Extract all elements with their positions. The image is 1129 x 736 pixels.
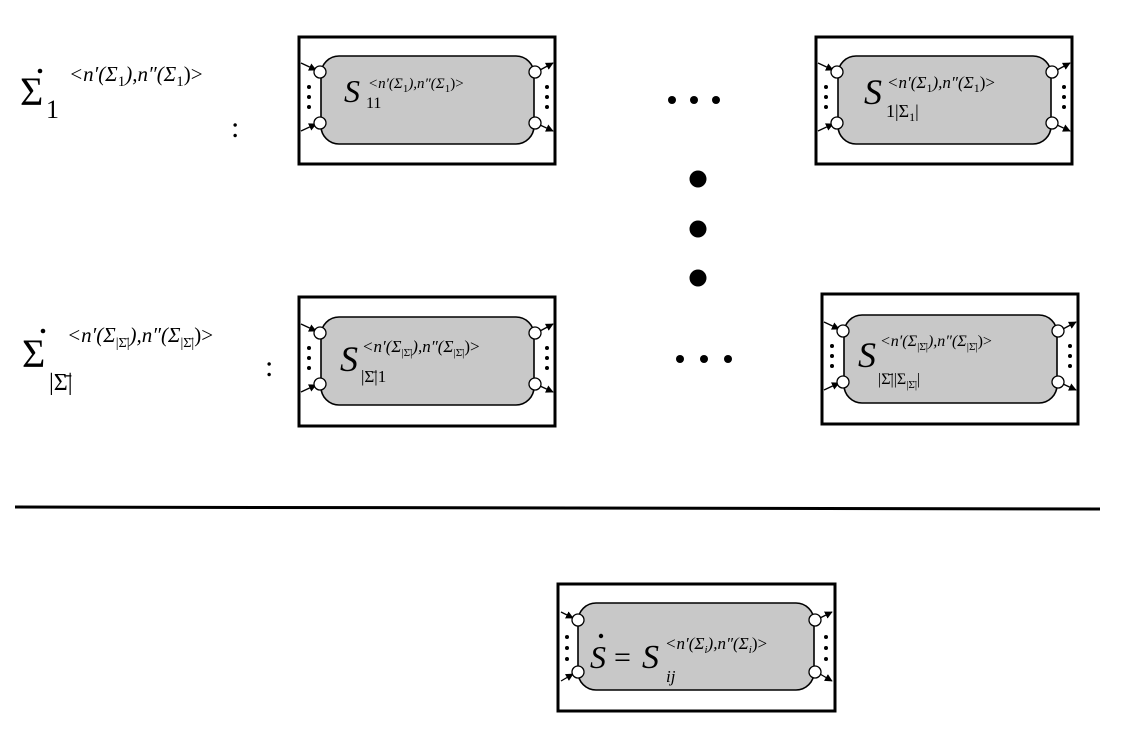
component-box-r1c1: S <n′(Σ1),n″(Σ1)> 11 [297,35,557,166]
component-box-r2c1: S <n′(Σ|Σ̄|),n″(Σ|Σ̄|)> |Σ̄|1 [297,295,557,428]
result-box: S = S <n′(Σi),n″(Σi)> ij [556,582,837,713]
row2-label-sup: <n′(Σ|Σ̄|),n″(Σ|Σ̄|)> [67,323,213,351]
result-lhs-dot [598,633,604,639]
component-base: S [344,73,360,109]
component-base: S [864,72,882,112]
component-base: S [340,339,358,379]
component-sub: |Σ̄|1 [361,367,386,386]
row1-label-sub: 1 [46,95,59,124]
component-box-r1c2: S <n′(Σ1),n″(Σ1)> 1|Σ1| [814,35,1074,166]
row2-label-colon: : [265,350,273,383]
component-base: S [858,335,876,375]
component-sup: <n′(Σ|Σ̄|),n″(Σ|Σ̄|)> [362,337,480,359]
row2-label-symbol: Σ [22,331,45,376]
row2-label: Σ |Σ̄| <n′(Σ|Σ̄|),n″(Σ|Σ̄|)> : [22,323,273,396]
row2-label-dot [40,328,46,334]
row1-label-dot [37,68,43,74]
row1-label: Σ 1 <n′(Σ1),n″(Σ1)> : [20,62,239,144]
vertical-ellipsis [689,170,707,287]
horizontal-ellipsis-row1 [668,96,720,104]
row1-label-sup: <n′(Σ1),n″(Σ1)> [69,62,203,90]
row1-label-colon: : [231,111,239,144]
component-box-r2c2: S <n′(Σ|Σ̄|),n″(Σ|Σ̄|)> |Σ̄||Σ|Σ̄|| [820,292,1080,426]
result-sub: ij [666,667,676,686]
component-sub: |Σ̄||Σ|Σ̄|| [878,371,920,391]
row2-label-sub: |Σ̄| [49,370,73,396]
result-sup: <n′(Σi),n″(Σi)> [665,634,767,656]
component-sub: 11 [366,95,381,112]
component-sup: <n′(Σ1),n″(Σ1)> [887,73,995,95]
result-equals: = [614,641,631,674]
result-base: S [642,639,659,676]
result-lhs: S [590,639,606,675]
component-sub: 1|Σ1| [886,101,919,124]
component-sup: <n′(Σ|Σ̄|),n″(Σ|Σ̄|)> [880,333,992,353]
horizontal-ellipsis-row2 [676,355,732,363]
component-sup: <n′(Σ1),n″(Σ1)> [368,76,464,95]
divider-line [14,505,1101,511]
row1-label-symbol: Σ [20,69,43,114]
